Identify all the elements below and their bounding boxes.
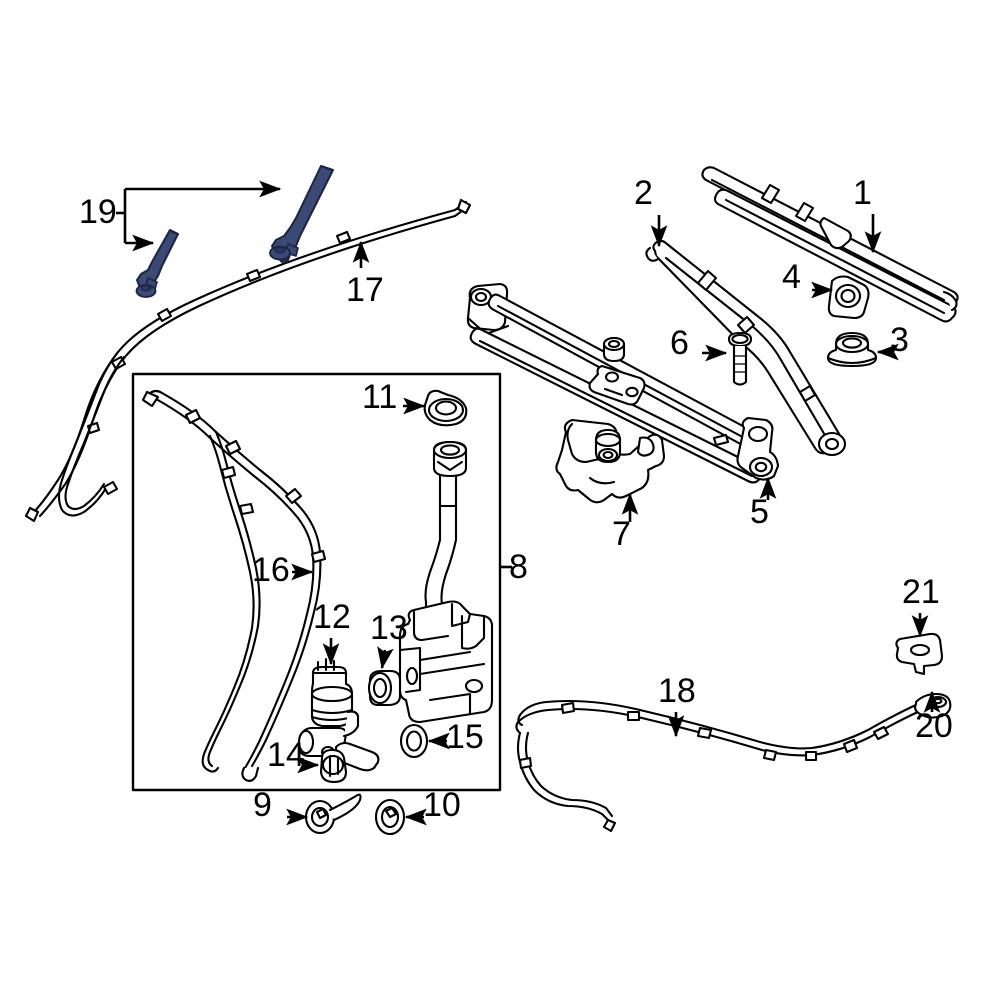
- wiper-linkage-assembly-art: [466, 282, 780, 484]
- washer-fluid-reservoir-art: [398, 440, 494, 724]
- callout-label-7: 7: [612, 515, 631, 553]
- washer-reservoir-cap-art: [423, 389, 468, 427]
- callout-label-14: 14: [267, 736, 305, 774]
- callout-label-4: 4: [782, 258, 801, 296]
- callout-label-15: 15: [446, 718, 484, 756]
- callout-label-11: 11: [362, 378, 398, 416]
- callout-label-16: 16: [252, 551, 290, 589]
- callout-label-5: 5: [750, 493, 769, 531]
- front-washer-hose-art: [141, 389, 327, 782]
- rear-washer-hose-art: [515, 699, 922, 833]
- leader-13: [377, 646, 394, 670]
- reservoir-mounting-nut-art: [374, 798, 406, 836]
- washer-nozzle-supply-hose-art: [24, 198, 472, 523]
- washer-hose-check-valve-art: [319, 741, 380, 784]
- washer-nozzle-lower-art: [135, 229, 179, 298]
- callout-label-6: 6: [670, 324, 689, 362]
- callout-label-1: 1: [853, 174, 872, 212]
- reservoir-mounting-bolt-art: [304, 793, 362, 835]
- callout-label-21: 21: [902, 573, 940, 611]
- wiper-arm-cap-nut-art: [826, 331, 878, 368]
- washer-nozzle-upper-art: [269, 165, 334, 263]
- washer-fluid-pump-art: [297, 657, 360, 759]
- callout-label-9: 9: [253, 786, 272, 824]
- callout-label-10: 10: [423, 786, 461, 824]
- washer-pump-seal-art: [399, 723, 429, 759]
- callout-label-8: 8: [509, 548, 528, 586]
- callout-label-3: 3: [890, 321, 909, 359]
- rear-washer-hose-bracket-art: [895, 632, 944, 676]
- callout-label-13: 13: [370, 609, 408, 647]
- washer-hose-lower-branch: [57, 350, 126, 517]
- callout-label-18: 18: [658, 672, 696, 710]
- leader-19: [116, 180, 282, 252]
- callout-leaders: [286, 214, 941, 826]
- washer-pump-grommet-art: [367, 669, 402, 707]
- wiper-linkage-mounting-bolt-art: [727, 331, 753, 386]
- callout-label-19: 19: [79, 193, 117, 231]
- callout-label-17: 17: [346, 271, 384, 309]
- callout-label-20: 20: [915, 707, 953, 745]
- washer-reservoir-detail-box: [131, 372, 502, 792]
- callout-label-2: 2: [634, 174, 653, 212]
- callout-label-12: 12: [313, 598, 351, 636]
- windshield-wiper-blade-art: [701, 166, 959, 323]
- windshield-wiper-motor-art: [555, 418, 666, 504]
- wiper-arm-pivot-cover-art: [827, 275, 870, 320]
